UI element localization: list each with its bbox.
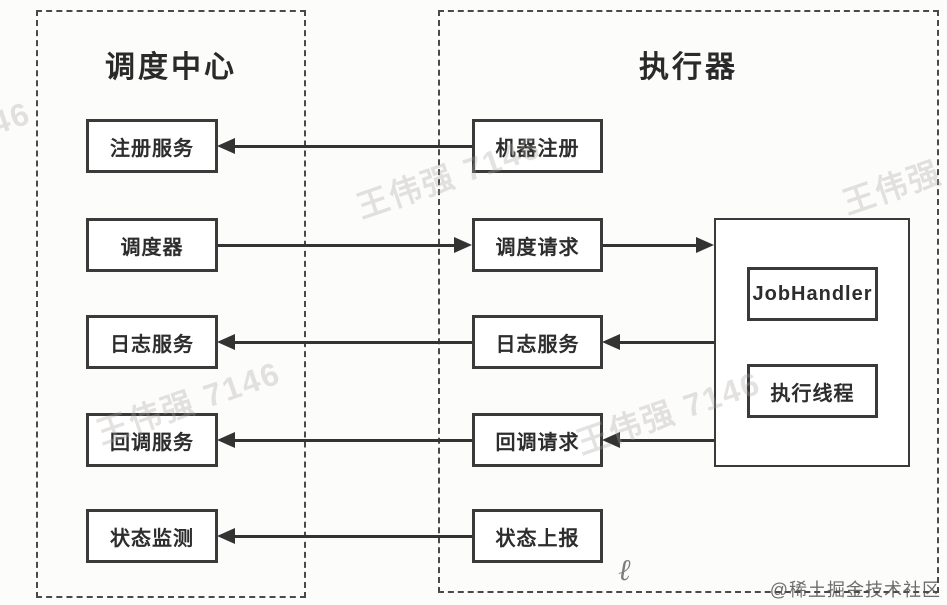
executor-panel: 执行器 — [438, 10, 939, 593]
executor-inner-group — [714, 218, 910, 467]
node-status-report: 状态上报 — [472, 509, 603, 563]
node-exec-thread: 执行线程 — [747, 364, 878, 418]
node-callback-service: 回调服务 — [86, 413, 218, 467]
community-credit: @稀土掘金技术社区 — [769, 580, 941, 600]
arrowhead-left-icon — [217, 432, 235, 448]
arrow-machine-register-to-reg-service — [217, 138, 472, 154]
arrowhead-right-icon — [454, 237, 472, 253]
arrow-shaft — [602, 243, 699, 247]
node-jobhandler: JobHandler — [747, 267, 878, 321]
node-log-service-executor: 日志服务 — [472, 315, 603, 369]
node-dispatch-request: 调度请求 — [472, 218, 603, 272]
scribble-mark: ℓ — [618, 554, 631, 587]
dispatch-center-title: 调度中心 — [105, 51, 237, 84]
arrow-status-report-to-status-monitor — [217, 528, 472, 544]
arrowhead-left-icon — [602, 334, 620, 350]
node-scheduler: 调度器 — [86, 218, 218, 272]
arrow-callback-request-to-callback-service — [217, 432, 472, 448]
dispatch-center-panel: 调度中心 — [36, 10, 306, 598]
node-status-monitor: 状态监测 — [86, 509, 218, 563]
arrowhead-right-icon — [696, 237, 714, 253]
node-log-service-center: 日志服务 — [86, 315, 218, 369]
arrow-inner-group-to-log-executor — [602, 334, 714, 350]
arrow-shaft — [617, 438, 714, 442]
node-machine-register: 机器注册 — [472, 119, 603, 173]
arrowhead-left-icon — [217, 138, 235, 154]
watermark-text: 王伟强 7146 — [0, 94, 36, 192]
node-reg-service: 注册服务 — [86, 119, 218, 173]
arrow-shaft — [232, 340, 472, 344]
executor-title: 执行器 — [639, 51, 738, 84]
arrowhead-left-icon — [217, 334, 235, 350]
arrow-scheduler-to-dispatch-request — [217, 237, 472, 253]
arrowhead-left-icon — [602, 432, 620, 448]
arrow-inner-group-to-callback-request — [602, 432, 714, 448]
arrow-log-executor-to-log-center — [217, 334, 472, 350]
arrow-shaft — [232, 144, 472, 148]
arrow-shaft — [232, 534, 472, 538]
arrow-shaft — [617, 340, 714, 344]
node-callback-request: 回调请求 — [472, 413, 603, 467]
arrowhead-left-icon — [217, 528, 235, 544]
arrow-dispatch-request-to-inner-group — [602, 237, 714, 253]
arrow-shaft — [217, 243, 457, 247]
arrow-shaft — [232, 438, 472, 442]
